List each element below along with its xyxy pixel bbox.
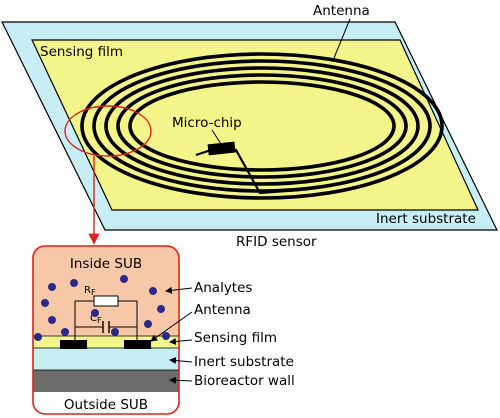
sensing-film-detail-label: Sensing film xyxy=(194,330,277,346)
analyte-dot xyxy=(70,279,78,287)
antenna-top-pointer xyxy=(333,18,351,59)
analyte-dot xyxy=(34,333,42,341)
cf-label: CF xyxy=(90,313,102,325)
inert-substrate-top-label: Inert substrate xyxy=(376,211,476,227)
analyte-dot xyxy=(61,328,69,336)
analyte-dot xyxy=(162,332,170,340)
equivalent-circuit xyxy=(74,295,138,340)
inert-substrate-detail-label: Inert substrate xyxy=(194,354,294,370)
zoom-callout-ellipse xyxy=(64,105,152,157)
antenna-top-label: Antenna xyxy=(313,3,370,19)
sensing-film-section xyxy=(33,336,179,348)
sensing-film-top-label: Sensing film xyxy=(40,44,123,60)
micro-chip-pointer xyxy=(211,129,222,145)
inert-substrate-section xyxy=(33,348,179,370)
antenna-lead xyxy=(195,147,301,195)
rfid-sensor-label: RFID sensor xyxy=(236,234,317,250)
micro-chip xyxy=(207,141,236,156)
antenna-conductor-right xyxy=(124,340,151,349)
detail-frame xyxy=(32,245,180,415)
analyte-dot xyxy=(48,316,56,324)
bioreactor-wall-label: Bioreactor wall xyxy=(194,373,295,389)
micro-chip-label: Micro-chip xyxy=(172,115,242,131)
analyte-dot xyxy=(157,305,165,313)
analyte-dot xyxy=(120,275,128,283)
resistor-rf xyxy=(93,295,119,307)
analyte-dot xyxy=(91,309,99,317)
antenna-detail-label: Antenna xyxy=(194,302,251,318)
analyte-dot xyxy=(149,287,157,295)
rf-label: RF xyxy=(84,285,96,297)
analytes-label: Analytes xyxy=(194,280,252,296)
antenna-conductor-left xyxy=(60,340,87,349)
inside-sub-label: Inside SUB xyxy=(70,256,142,272)
analyte-dot xyxy=(41,299,49,307)
antenna-coil xyxy=(80,52,444,200)
bioreactor-wall-section xyxy=(33,370,179,392)
analyte-dot xyxy=(144,320,152,328)
outside-sub-region xyxy=(33,392,179,414)
analyte-dot xyxy=(48,283,56,291)
analytes xyxy=(34,275,170,341)
outside-sub-label: Outside SUB xyxy=(64,397,148,413)
analyte-dot xyxy=(111,328,119,336)
